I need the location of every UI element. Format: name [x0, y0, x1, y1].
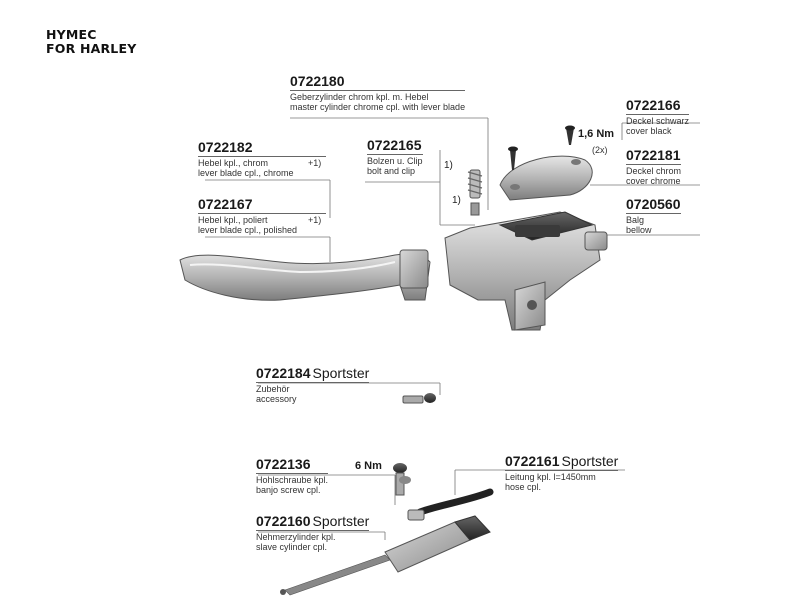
part-desc-en: cover chrome — [626, 176, 681, 186]
part-desc-en: slave cylinder cpl. — [256, 542, 328, 552]
leader-lines — [205, 117, 700, 540]
slave-cylinder — [280, 515, 491, 596]
part-desc-de: Balg — [626, 215, 645, 225]
part-label-0722181: 0722181 Deckel chrom cover chrome — [626, 147, 682, 186]
cover-screw-quantity: (2x) — [592, 145, 608, 155]
part-label-0722166: 0722166 Deckel schwarz cover black — [626, 97, 690, 136]
footnote-marker-1: 1) — [444, 160, 453, 171]
part-number: 0720560 — [626, 196, 681, 212]
part-number: 0722184 — [256, 365, 311, 381]
part-number: 0722160 — [256, 513, 311, 529]
part-desc-en: cover black — [626, 126, 672, 136]
torque-banjo-screw: 6 Nm — [355, 460, 382, 472]
part-desc-en: bolt and clip — [367, 166, 416, 176]
footnote-marker-2: 1) — [452, 195, 461, 206]
part-model: Sportster — [312, 513, 370, 529]
part-desc-de: Geberzylinder chrom kpl. m. Hebel — [290, 92, 429, 102]
part-desc-de: Hebel kpl., poliert — [198, 215, 268, 225]
part-label-0722182: 0722182 Hebel kpl., chrom lever blade cp… — [198, 140, 326, 178]
part-desc-de: Bolzen u. Clip — [367, 156, 423, 166]
part-desc-en: master cylinder chrome cpl. with lever b… — [290, 102, 466, 112]
part-number: 0722165 — [367, 137, 422, 153]
part-label-0722165: 0722165 Bolzen u. Clip bolt and clip — [367, 138, 423, 176]
part-quantity-note: +1) — [308, 215, 322, 225]
lever-blade — [179, 249, 431, 301]
part-model: Sportster — [561, 453, 619, 469]
brand-line-1: HYMEC — [46, 27, 97, 42]
part-desc-de: Hebel kpl., chrom — [198, 158, 269, 168]
part-label-0720560: 0720560 Balg bellow — [626, 197, 681, 235]
brand-logo: HYMEC FOR HARLEY — [46, 28, 136, 56]
banjo-screw — [393, 463, 411, 496]
part-desc-de: Deckel chrom — [626, 166, 682, 176]
hose — [407, 488, 494, 521]
part-number: 0722180 — [290, 73, 345, 89]
part-desc-en: banjo screw cpl. — [256, 485, 321, 495]
part-desc-de: Deckel schwarz — [626, 116, 690, 126]
brand-line-2: FOR HARLEY — [46, 41, 137, 56]
part-desc-en: accessory — [256, 394, 297, 404]
part-number: 0722136 — [256, 456, 311, 472]
part-desc-de: Leitung kpl. l=1450mm — [505, 472, 596, 482]
part-number: 0722181 — [626, 147, 681, 163]
reservoir-cover — [499, 125, 593, 201]
master-cylinder-body — [444, 211, 608, 331]
part-desc-de: Hohlschraube kpl. — [256, 475, 329, 485]
part-quantity-note: +1) — [308, 158, 322, 168]
part-desc-en: hose cpl. — [505, 482, 542, 492]
part-desc-en: lever blade cpl., chrome — [198, 168, 294, 178]
accessory-screw — [402, 393, 436, 404]
part-number: 0722166 — [626, 97, 681, 113]
torque-cover-screw: 1,6 Nm — [578, 128, 615, 140]
part-number: 0722182 — [198, 139, 253, 155]
part-model: Sportster — [312, 365, 370, 381]
part-desc-en: lever blade cpl., polished — [198, 225, 298, 235]
part-label-0722136: 0722136 Hohlschraube kpl. banjo screw cp… — [256, 456, 329, 495]
part-desc-en: bellow — [626, 225, 652, 235]
part-label-0722180: 0722180 Geberzylinder chrom kpl. m. Hebe… — [290, 73, 466, 112]
part-desc-de: Zubehör — [256, 384, 290, 394]
bolt-and-clip — [467, 169, 483, 216]
part-desc-de: Nehmerzylinder kpl. — [256, 532, 336, 542]
part-number: 0722161 — [505, 453, 560, 469]
part-label-0722167: 0722167 Hebel kpl., poliert lever blade … — [198, 197, 326, 235]
part-number: 0722167 — [198, 196, 253, 212]
